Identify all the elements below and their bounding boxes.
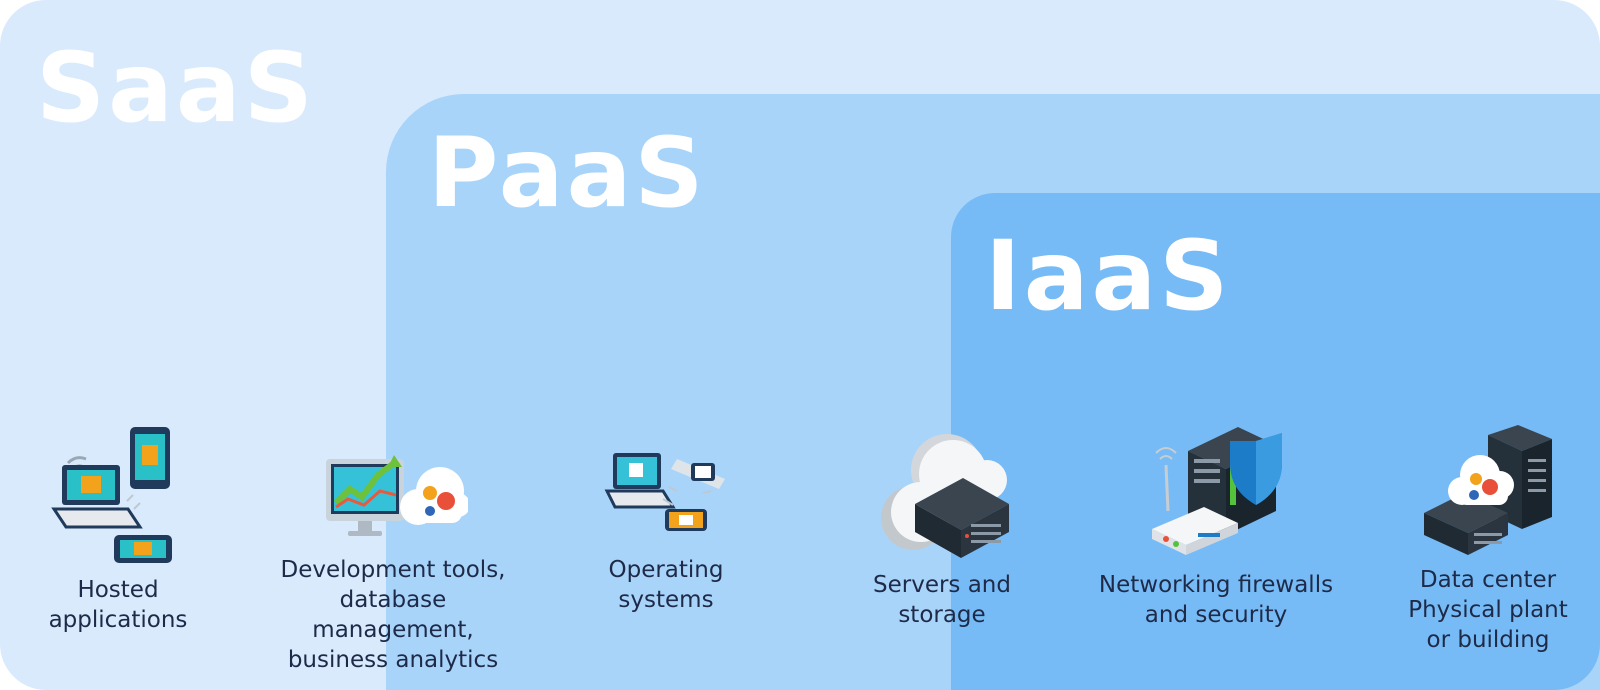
item-data-center: Data center Physical plant or building [1376,425,1600,655]
item-label: Hosted applications [48,577,188,633]
item-operating-systems: Operating systems [576,445,756,615]
item-label: Servers and storage [873,572,1011,628]
item-hosted-applications: Hosted applications [28,425,208,635]
item-development-tools: Development tools, database management, … [258,445,528,675]
iaas-title: IaaS [985,220,1232,332]
saas-title: SaaS [36,32,316,144]
item-label: Operating systems [608,557,724,613]
cloud-server-icon [881,434,1009,558]
datacenter-icon [1424,425,1552,555]
firewall-router-icon [1152,427,1282,555]
devices-icon [51,427,172,563]
item-servers-storage: Servers and storage [852,430,1032,630]
paas-title: PaaS [428,117,707,229]
item-label: Networking firewalls and security [1098,572,1334,628]
analytics-cloud-icon [326,455,468,536]
os-devices-icon [604,453,725,531]
item-networking-security: Networking firewalls and security [1096,425,1336,630]
item-label: Development tools, database management, … [280,557,506,673]
item-label: Data center Physical plant or building [1408,567,1568,653]
